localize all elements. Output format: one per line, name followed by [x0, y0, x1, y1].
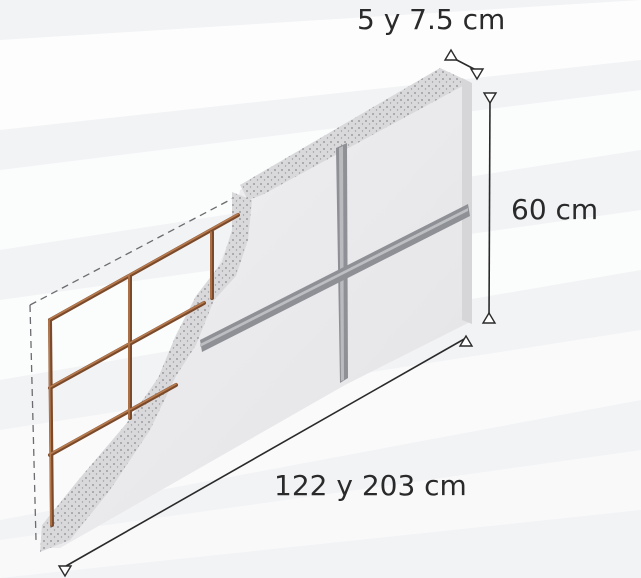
- triangle-arrow-icon: [481, 311, 497, 324]
- triangle-arrow-icon: [458, 334, 474, 347]
- length-dimension-line: [65, 337, 467, 567]
- triangle-arrow-icon: [57, 565, 73, 578]
- dashed-outline: [29, 191, 246, 541]
- height-label: 60 cm: [511, 193, 599, 226]
- rebar-mesh: [48, 213, 240, 527]
- length-label: 122 y 203 cm: [274, 469, 467, 502]
- thickness-label: 5 y 7.5 cm: [357, 3, 506, 36]
- panel-cut-edge: [40, 192, 252, 552]
- triangle-arrow-icon: [469, 68, 485, 81]
- steel-channels: [200, 143, 470, 383]
- triangle-arrow-icon: [443, 48, 459, 61]
- height-dimension-line: [488, 95, 491, 321]
- dimension-markers: [57, 48, 498, 578]
- triangle-arrow-icon: [482, 92, 498, 105]
- panel-right-edge: [462, 78, 472, 324]
- panel-top-edge: [240, 68, 470, 200]
